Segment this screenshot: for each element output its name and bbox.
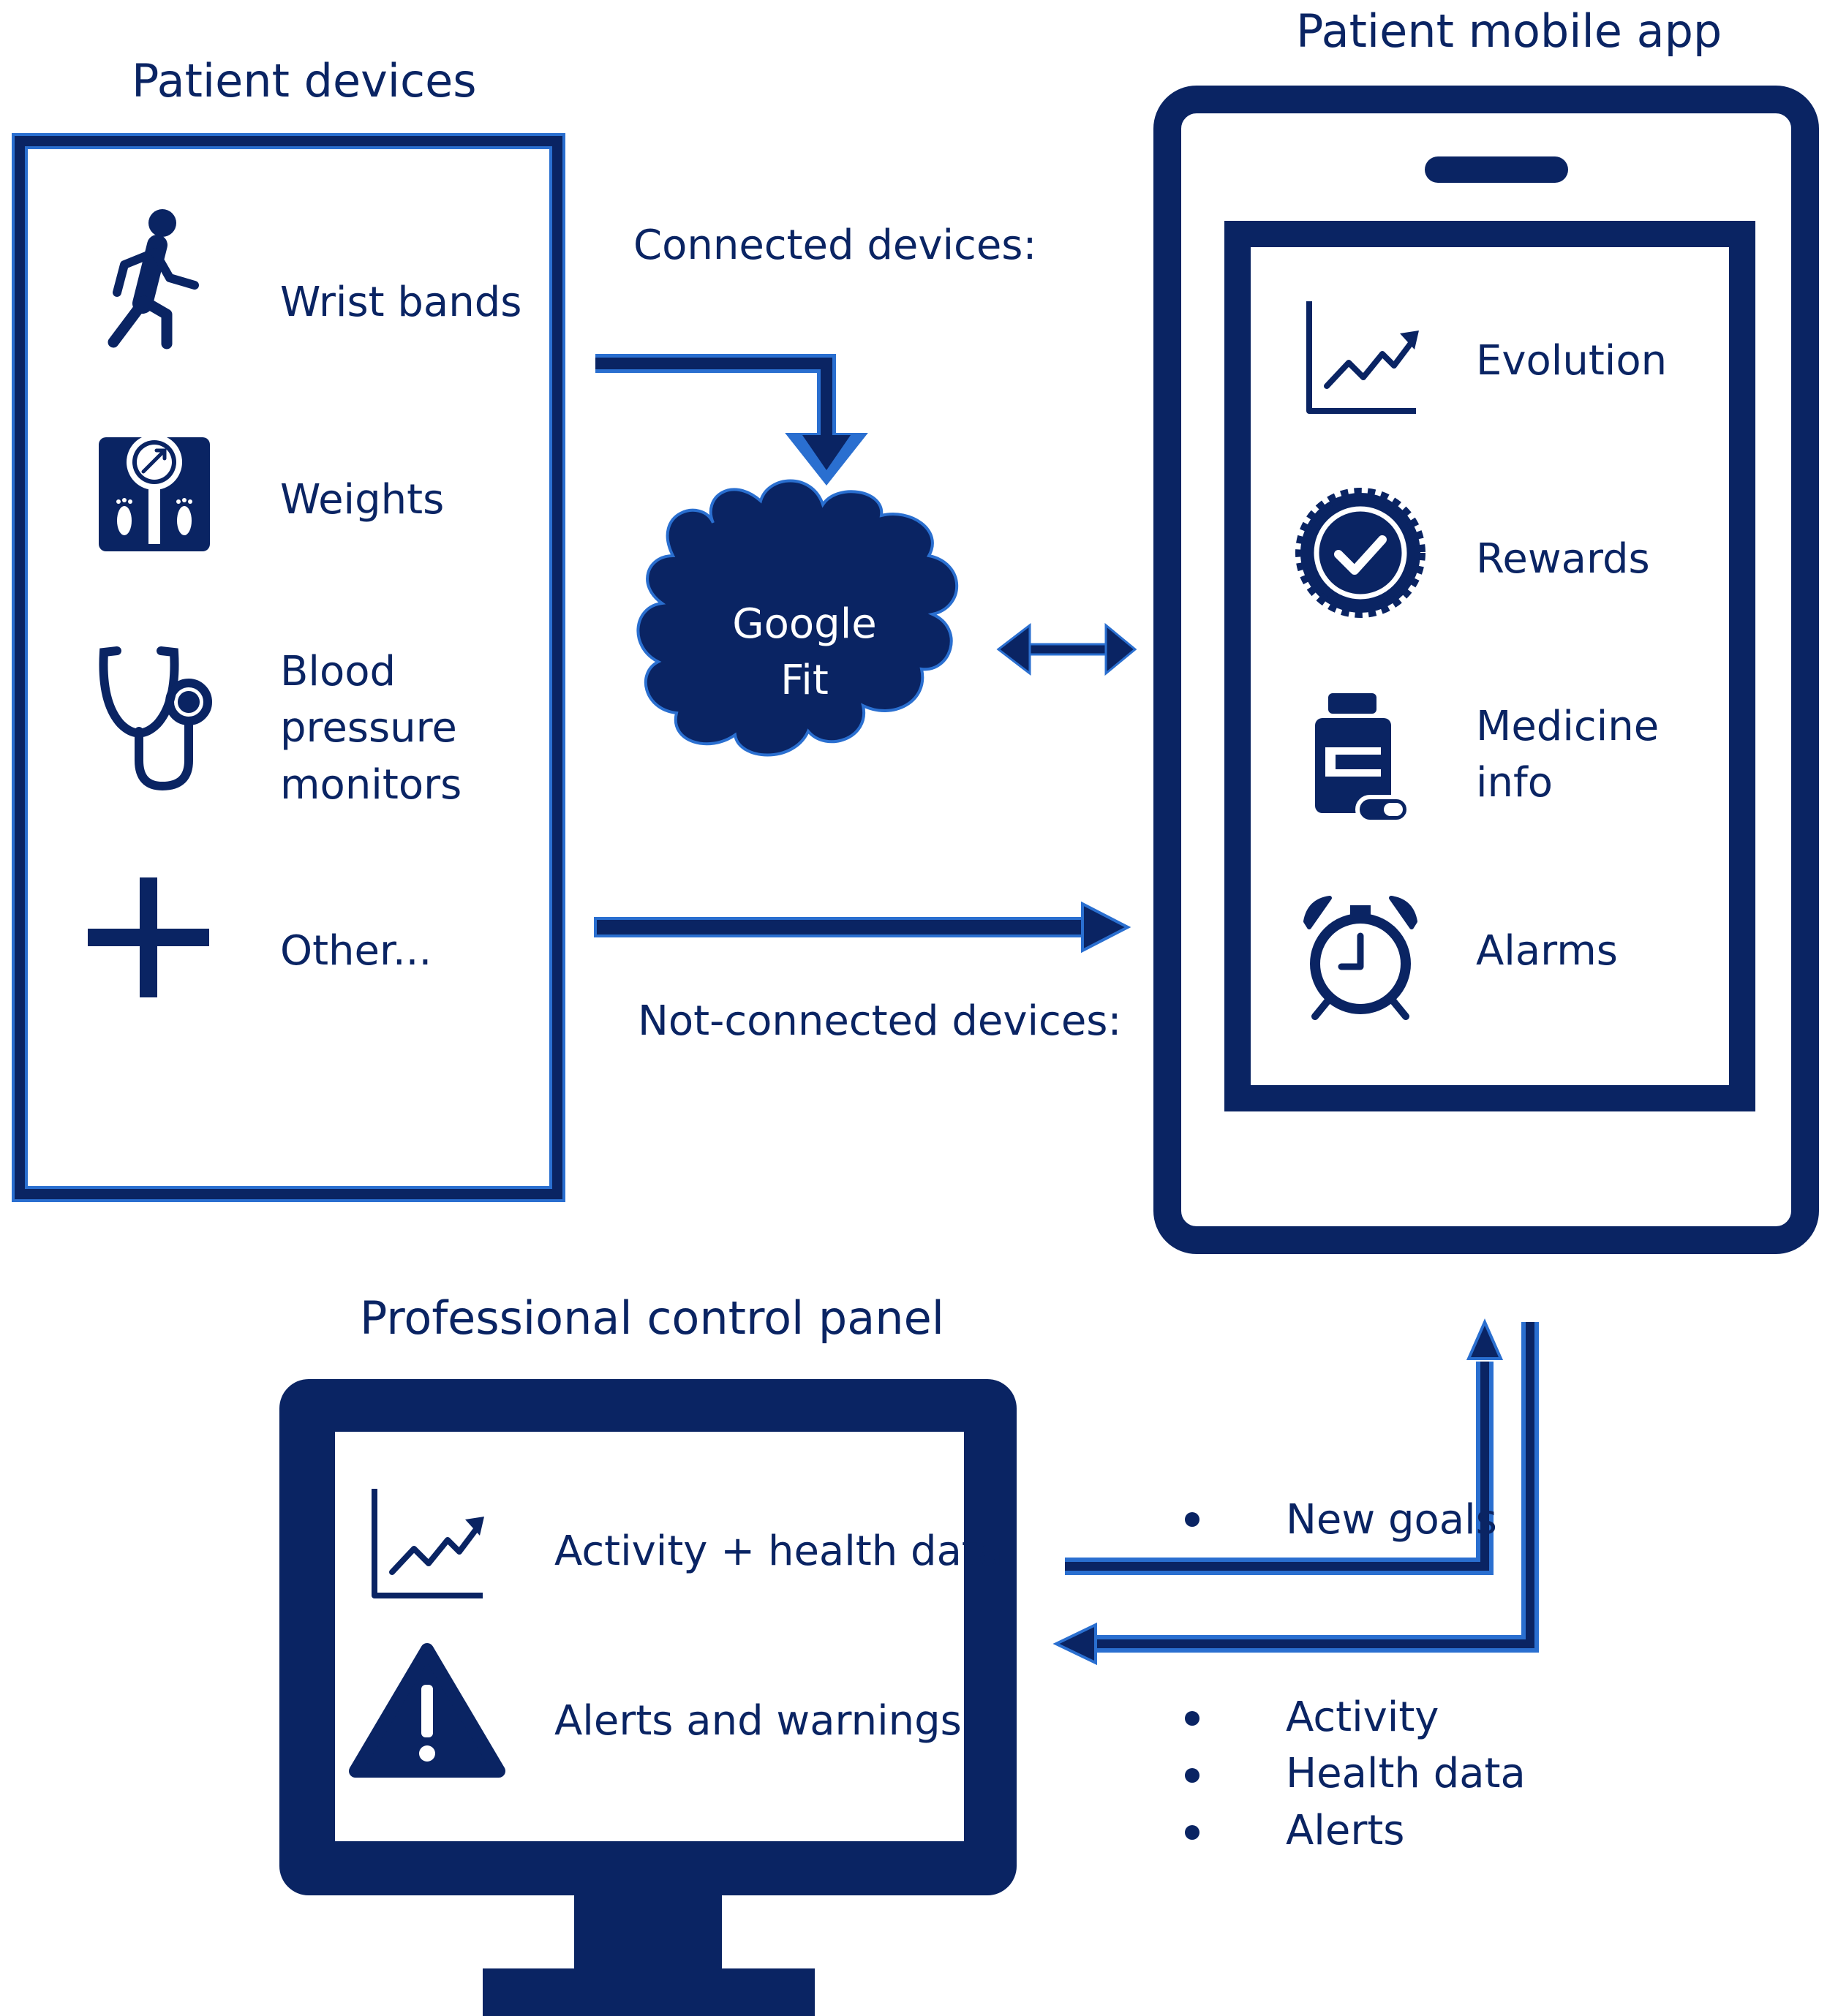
sync-double-arrow <box>996 622 1137 676</box>
walking-person-icon <box>108 209 199 350</box>
alarm-clock-icon <box>1303 896 1417 1020</box>
label-line: info <box>1476 759 1553 807</box>
list-item: Alerts <box>1286 1806 1405 1854</box>
list-item: New goals <box>1286 1496 1497 1544</box>
connected-arrow <box>595 354 868 486</box>
label-line: Rewards <box>1476 535 1650 583</box>
bullet-dots <box>1185 1512 1199 1840</box>
label-line: Medicine <box>1476 703 1660 750</box>
scale-icon <box>99 434 210 551</box>
label-line: Google <box>732 600 877 648</box>
label-line: Alarms <box>1476 927 1618 975</box>
app-label-evolution: Evolution <box>1476 333 1667 389</box>
label-line: Other... <box>280 927 432 975</box>
device-label-weights: Weights <box>280 472 444 528</box>
google-fit-label: Google Fit <box>709 596 900 709</box>
app-label-medicine-info: Medicine info <box>1476 698 1659 812</box>
label-line: monitors <box>280 760 462 809</box>
to-panel-list: Activity Health data Alerts <box>1286 1689 1526 1859</box>
list-item: Health data <box>1286 1750 1526 1798</box>
plus-icon <box>88 877 209 997</box>
rewards-badge-icon <box>1295 488 1425 618</box>
device-label-other: Other... <box>280 923 432 979</box>
panel-label-activity-health: Activity + health data <box>554 1528 1003 1575</box>
patient-devices-box <box>12 133 565 1202</box>
label-line: Fit <box>780 657 829 705</box>
pill-bottle-icon <box>1315 693 1411 824</box>
label-line: Wrist bands <box>280 279 522 326</box>
not-connected-devices-label: Not-connected devices: <box>638 997 1122 1045</box>
evolution-chart-icon <box>1306 301 1419 414</box>
warning-icon <box>349 1643 505 1778</box>
app-label-rewards: Rewards <box>1476 531 1650 587</box>
not-connected-arrow <box>594 901 1131 954</box>
label-line: Weights <box>280 476 445 524</box>
mobile-app-title: Patient mobile app <box>1296 4 1722 58</box>
patient-devices-title: Patient devices <box>132 54 477 107</box>
list-item: Activity <box>1286 1694 1439 1741</box>
to-app-list: New goals <box>1286 1492 1497 1548</box>
google-fit-cloud <box>636 479 959 757</box>
device-label-blood-pressure: Blood pressure monitors <box>280 643 462 813</box>
panel-label-alerts-warnings: Alerts and warnings <box>554 1697 962 1745</box>
label-line: Blood <box>280 648 396 695</box>
stethoscope-icon <box>99 646 212 791</box>
device-label-wrist-bands: Wrist bands <box>280 274 521 331</box>
label-line: Evolution <box>1476 337 1668 385</box>
trend-chart-icon <box>372 1489 484 1598</box>
patient-data-arrow <box>1052 1322 1539 1666</box>
new-goals-arrow <box>1065 1318 1504 1575</box>
connected-devices-label: Connected devices: <box>633 222 1037 269</box>
phone-frame <box>1153 86 1819 1254</box>
control-panel-title: Professional control panel <box>360 1291 944 1345</box>
label-line: pressure <box>280 704 457 752</box>
app-label-alarms: Alarms <box>1476 923 1618 979</box>
